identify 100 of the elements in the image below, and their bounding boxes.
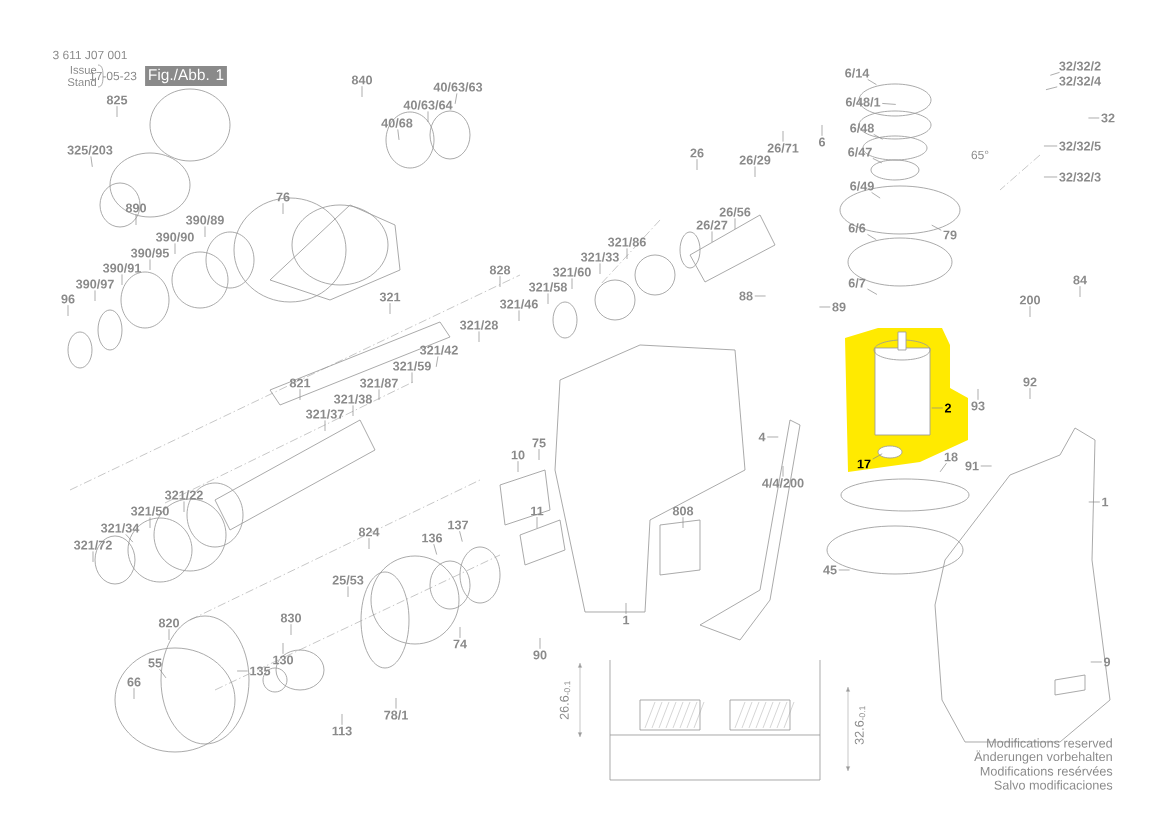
callout-number: 840 (351, 75, 373, 85)
leader-line (499, 275, 501, 288)
leader-line (149, 259, 151, 271)
callout-number: 821 (289, 378, 311, 388)
leader-line (754, 295, 766, 297)
callout-number: 6/6 (848, 223, 866, 233)
callout-number: 26/56 (719, 207, 751, 217)
leader-line (290, 623, 292, 636)
callout-number: 91 (965, 461, 979, 471)
leader-line (696, 158, 698, 171)
leader-line (67, 304, 69, 317)
callout-number: 321/42 (419, 345, 458, 355)
leader-line (571, 278, 573, 290)
leader-line (478, 331, 480, 343)
callout-number: 32/32/2 (1059, 61, 1101, 71)
callout-number: 321/86 (607, 237, 646, 247)
callout-number: 808 (672, 506, 694, 516)
callout-number: 25/53 (332, 575, 364, 585)
leader-line (838, 569, 850, 571)
leader-line (94, 290, 96, 302)
callout-number: 26 (690, 148, 704, 158)
leader-line (538, 448, 540, 461)
leader-line (872, 453, 883, 460)
leader-line (734, 218, 736, 230)
leader-line (782, 465, 784, 477)
callout-number: 88 (739, 291, 753, 301)
callout-number: 78/1 (384, 710, 408, 720)
callout-number: 6/48/1 (845, 97, 881, 107)
callout-number: 321/87 (359, 378, 398, 388)
leader-line (92, 551, 94, 563)
leader-line (539, 637, 541, 650)
callout-number: 890 (125, 203, 147, 213)
leader-line (183, 501, 185, 513)
dimension-label: 32.6$_{-0.1}$ (854, 706, 866, 745)
callout-number: 9 (1103, 657, 1111, 667)
leader-line (159, 668, 167, 679)
callout-number: 824 (358, 527, 380, 537)
callout-number: 130 (273, 655, 294, 665)
leader-line (782, 130, 784, 142)
leader-line (341, 713, 343, 726)
leader-line (435, 356, 439, 368)
leader-line (361, 85, 363, 98)
leader-line (378, 389, 380, 401)
leader-line (766, 436, 779, 438)
callout-number: 40/63/63 (433, 82, 483, 92)
callout-number: 74 (453, 639, 467, 649)
leader-line (867, 234, 877, 241)
leader-line (368, 537, 370, 550)
callout-number: 26/71 (767, 143, 799, 153)
callout-number: 135 (250, 666, 271, 676)
callout-number: 92 (1023, 377, 1037, 387)
callout-number: 390/91 (102, 263, 141, 273)
callout-number: 390/90 (155, 232, 194, 242)
callout-number: 200 (1019, 295, 1041, 305)
leader-line (121, 274, 123, 286)
callout-number: 45 (823, 565, 837, 575)
callout-number: 321/28 (459, 320, 498, 330)
label-text: 3 611 J07 001 (53, 50, 127, 60)
callout-number: 89 (832, 302, 846, 312)
leader-line (626, 248, 628, 260)
callout-number: 137 (448, 520, 468, 530)
leader-line (867, 288, 878, 295)
leader-line (90, 156, 93, 168)
leader-line (873, 134, 883, 140)
callout-number: 93 (971, 401, 985, 411)
leader-line (931, 224, 942, 231)
leader-line (389, 302, 391, 315)
leader-line (116, 105, 118, 118)
callout-number: 40/68 (381, 118, 413, 128)
callout-number: 6/7 (848, 278, 866, 288)
label-text: 65° (971, 150, 989, 160)
leader-line (821, 124, 823, 137)
leader-line (1088, 501, 1101, 503)
leader-line (347, 586, 349, 598)
callout-number: 136 (422, 533, 443, 543)
leader-line (1088, 117, 1100, 119)
callout-number: 6/48 (850, 123, 874, 133)
callout-number: 825 (106, 95, 128, 105)
leader-line (459, 530, 463, 542)
callout-number: 26/29 (739, 155, 771, 165)
callout-number: 4 (758, 432, 766, 442)
callout-number: 32 (1101, 113, 1115, 123)
callout-number: 55 (148, 658, 162, 668)
callout-number: 1 (1102, 497, 1109, 507)
callout-number: 321/72 (73, 540, 112, 550)
leader-line (352, 405, 354, 417)
leader-line (1029, 387, 1031, 400)
leader-line (754, 166, 756, 178)
leader-line (1029, 305, 1031, 318)
callout-number: 84 (1073, 275, 1087, 285)
callout-number: 2 (944, 403, 951, 413)
callout-number: 321/59 (392, 361, 431, 371)
callout-number: 321/50 (130, 506, 169, 516)
leader-line (1050, 72, 1060, 76)
callout-number: 390/97 (75, 279, 114, 289)
leader-line (1043, 145, 1058, 147)
callout-number: 17 (857, 459, 871, 469)
leader-line (125, 534, 134, 543)
leader-line (133, 687, 135, 700)
callout-number: 321/22 (164, 490, 203, 500)
